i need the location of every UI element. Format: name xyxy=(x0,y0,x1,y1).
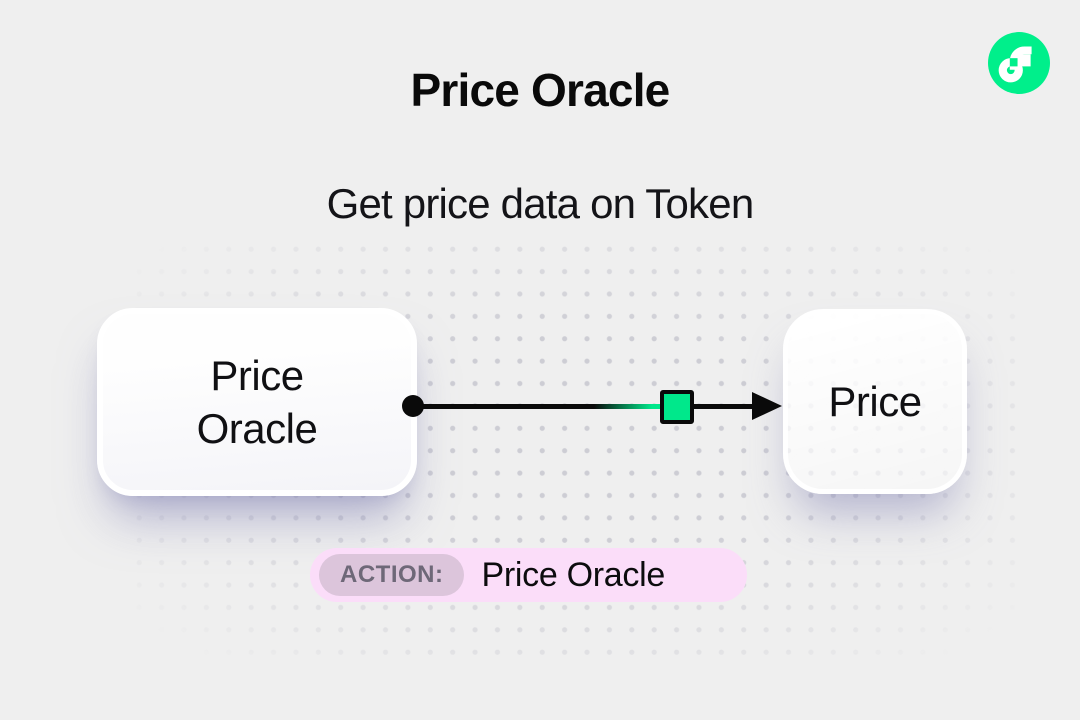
page-subtitle: Get price data on Token xyxy=(326,180,755,227)
action-badge-prefix: ACTION: xyxy=(319,554,465,596)
page-title: Price Oracle xyxy=(410,64,671,116)
price-oracle-node: Price Oracle xyxy=(97,308,417,496)
flow-logo-icon xyxy=(988,32,1050,94)
connector-line-green-fade xyxy=(594,404,660,409)
arrowhead-icon xyxy=(752,392,782,420)
price-node-label: Price xyxy=(828,377,922,425)
connector-line xyxy=(413,404,769,409)
connector-marker-square xyxy=(660,390,694,424)
action-badge-value: Price Oracle xyxy=(481,555,665,594)
action-badge: ACTION: Price Oracle xyxy=(310,548,747,602)
price-oracle-node-label: Price Oracle xyxy=(196,351,318,452)
price-node: Price xyxy=(783,309,967,494)
